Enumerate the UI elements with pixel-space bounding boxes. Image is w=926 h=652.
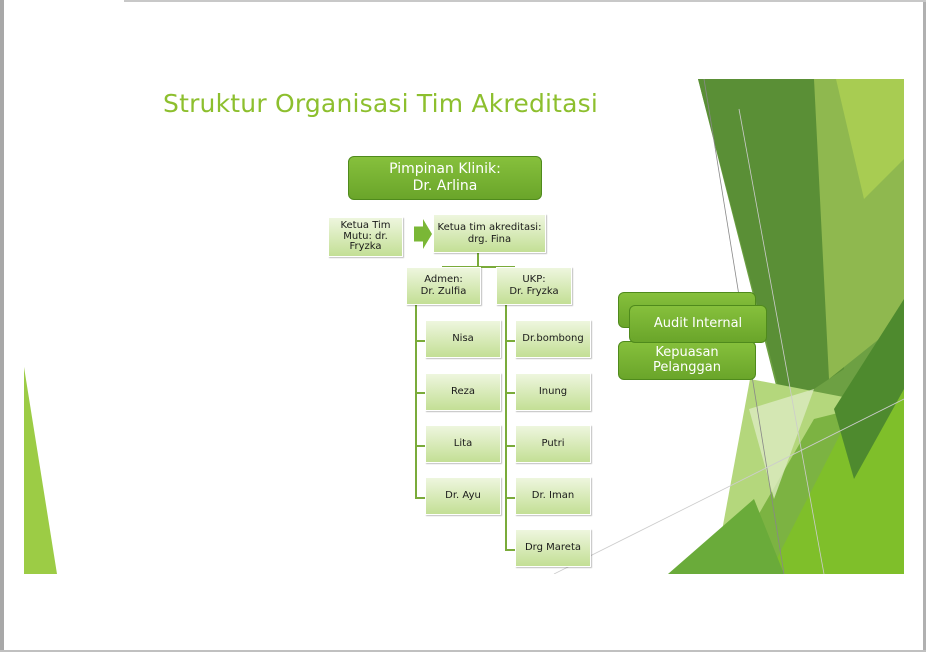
kepuasan-line2: Pelanggan [653, 359, 721, 375]
ketua-akreditasi-box[interactable]: Ketua tim akreditasi: drg. Fina [433, 214, 546, 253]
ketua-mutu-line2: Mutu: dr. [343, 230, 388, 242]
connector [442, 266, 514, 268]
connector [415, 305, 417, 498]
connector [415, 497, 425, 499]
ukp-member-box[interactable]: Putri [515, 425, 591, 463]
ketua-mutu-line3: Fryzka [349, 241, 382, 253]
ukp-member-box[interactable]: Inung [515, 373, 591, 411]
ukp-label: UKP: [522, 274, 546, 285]
audit-internal-label: Audit Internal [653, 316, 743, 332]
connector [505, 445, 515, 447]
ukp-box[interactable]: UKP: Dr. Fryzka [496, 267, 572, 305]
connector [477, 252, 479, 267]
connector [505, 392, 515, 394]
connector [505, 340, 515, 342]
admen-member-box[interactable]: Dr. Ayu [425, 477, 501, 515]
member-name: Putri [541, 438, 565, 449]
kepuasan-pelanggan-box[interactable]: Kepuasan Pelanggan [618, 341, 756, 380]
member-name: Lita [453, 438, 473, 449]
connector [505, 305, 507, 550]
member-name: Nisa [452, 333, 474, 344]
window-bottom-edge [0, 650, 926, 652]
ukp-member-box[interactable]: Dr.bombong [515, 320, 591, 358]
window-right-edge [923, 0, 926, 652]
arrow-right-icon [414, 219, 432, 249]
connector [415, 340, 425, 342]
ketua-akreditasi-name: drg. Fina [467, 233, 512, 245]
pimpinan-label: Pimpinan Klinik: [389, 161, 501, 178]
kepuasan-line1: Kepuasan [655, 344, 719, 360]
connector [415, 445, 425, 447]
window-top-edge [124, 0, 926, 2]
connector [505, 497, 515, 499]
connector [415, 392, 425, 394]
ukp-member-box[interactable]: Dr. Iman [515, 477, 591, 515]
slide-background-art [24, 79, 904, 574]
pimpinan-name: Dr. Arlina [412, 178, 478, 194]
pimpinan-klinik-box[interactable]: Pimpinan Klinik: Dr. Arlina [348, 156, 542, 200]
ketua-mutu-line1: Ketua Tim [340, 220, 391, 232]
admen-member-box[interactable]: Reza [425, 373, 501, 411]
member-name: Drg Mareta [524, 542, 581, 553]
ketua-mutu-box[interactable]: Ketua Tim Mutu: dr. Fryzka [328, 217, 403, 257]
member-name: Dr. Ayu [445, 490, 481, 501]
admen-member-box[interactable]: Nisa [425, 320, 501, 358]
member-name: Dr.bombong [522, 333, 584, 344]
slide[interactable]: Struktur Organisasi Tim Akreditasi Pimpi… [24, 79, 904, 574]
member-name: Dr. Iman [531, 490, 575, 501]
connector [505, 549, 515, 551]
admen-name: Dr. Zulfia [420, 286, 467, 297]
slide-title: Struktur Organisasi Tim Akreditasi [163, 89, 599, 118]
ukp-name: Dr. Fryzka [509, 286, 559, 297]
admen-member-box[interactable]: Lita [425, 425, 501, 463]
audit-internal-box[interactable]: Audit Internal [629, 305, 767, 343]
window-left-edge [0, 0, 4, 652]
admen-label: Admen: [424, 274, 463, 285]
admen-box[interactable]: Admen: Dr. Zulfia [406, 267, 481, 305]
member-name: Inung [538, 386, 568, 397]
ketua-akreditasi-label: Ketua tim akreditasi: [437, 221, 542, 233]
member-name: Reza [450, 386, 476, 397]
ukp-member-box[interactable]: Drg Mareta [515, 529, 591, 567]
